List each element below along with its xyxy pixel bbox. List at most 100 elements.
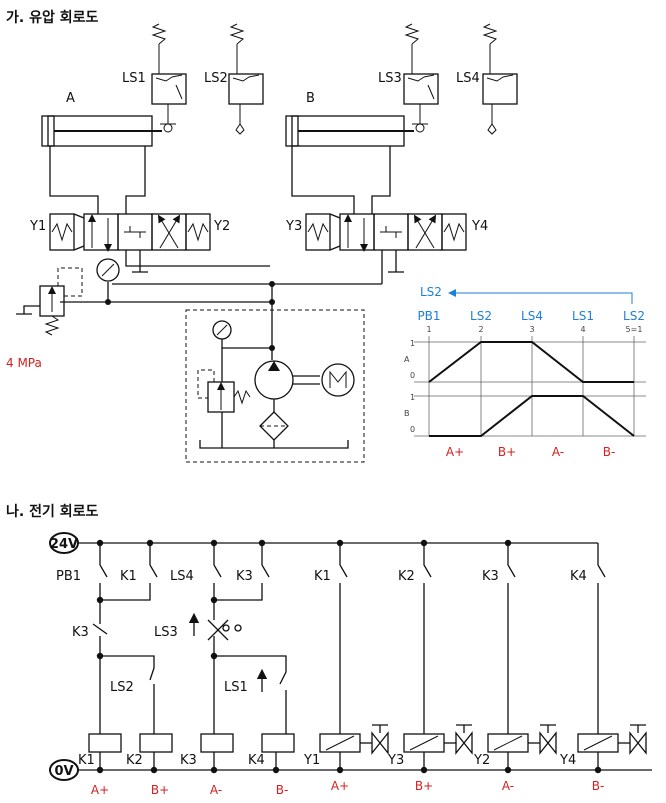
row-b-level-0: 0 — [410, 425, 415, 434]
limit-switch-ls4 — [482, 23, 518, 135]
k3-self-hold-label: K3 — [236, 569, 253, 584]
k3-coil-label: K3 — [180, 753, 197, 768]
limit-switch-ls2 — [228, 23, 264, 135]
step-number: 4 — [580, 325, 585, 334]
y4-valve-label: Y4 — [559, 753, 576, 768]
phase-label: B+ — [415, 779, 433, 793]
output-rung-y1 — [319, 543, 389, 770]
y3-valve-label: Y3 — [387, 753, 404, 768]
phase-label: B- — [592, 779, 605, 793]
line-a-rear — [49, 151, 99, 214]
k1-output-contact-label: K1 — [314, 569, 331, 584]
coil-k4 — [261, 733, 295, 753]
signal-label: PB1 — [417, 309, 440, 323]
solenoid-y1-label: Y1 — [29, 219, 46, 234]
phase-label: A+ — [91, 783, 109, 797]
ls1-label: LS1 — [122, 71, 146, 86]
cylinder-a-label: A — [66, 91, 75, 106]
hydraulic-circuit-title: 가. 유압 회로도 — [6, 10, 98, 26]
cylinder-b-label: B — [306, 91, 315, 106]
ls3-contact-label: LS3 — [154, 625, 178, 640]
supply-24v-label: 24V — [50, 537, 78, 552]
phase-label: B- — [603, 445, 616, 459]
signal-label: LS1 — [572, 309, 594, 323]
step-number: 5=1 — [626, 325, 643, 334]
solenoid-y2-label: Y2 — [213, 219, 230, 234]
supply-0v-label: 0V — [54, 764, 73, 779]
line-b-rear — [291, 151, 355, 214]
step-number: 1 — [426, 325, 431, 334]
solenoid-y4-label: Y4 — [471, 219, 488, 234]
pressure-gauge-main — [96, 258, 120, 282]
phase-label: A- — [502, 779, 514, 793]
signal-label: LS4 — [521, 309, 543, 323]
phase-label: B+ — [498, 445, 516, 459]
phase-label: B+ — [151, 783, 169, 797]
ls4-contact-label: LS4 — [170, 569, 194, 584]
ls2-contact-label: LS2 — [110, 680, 134, 695]
k1-contact-label: K1 — [120, 569, 137, 584]
pressure-gauge-unit — [212, 320, 275, 351]
cylinder-a — [41, 115, 162, 151]
ls1-contact-label: LS1 — [224, 680, 248, 695]
phase-label: A+ — [331, 779, 349, 793]
displacement-step-diagram: PB1 LS2 LS4 LS1 LS2 1 2 3 4 5=1 A 1 0 B … — [404, 309, 646, 459]
level-gridlines — [414, 341, 646, 437]
rung-k3-k4 — [188, 543, 295, 770]
row-a-level-0: 0 — [410, 371, 415, 380]
row-a-level-1: 1 — [410, 339, 415, 348]
valve-a — [49, 213, 270, 273]
step-number: 2 — [478, 325, 483, 334]
valve-b — [305, 213, 467, 284]
cylinder-a-motion-line — [428, 341, 634, 383]
output-rung-y2 — [487, 543, 557, 770]
output-rung-y3 — [403, 543, 473, 770]
signal-label: LS2 — [470, 309, 492, 323]
limit-switch-ls3 — [403, 23, 439, 133]
return-signal-label: LS2 — [420, 285, 442, 299]
k3-output-contact-label: K3 — [482, 569, 499, 584]
coil-k2 — [139, 733, 173, 753]
row-a-label: A — [404, 355, 410, 364]
electric-circuit-title: 나. 전기 회로도 — [6, 503, 98, 520]
pb1-contact-label: PB1 — [56, 569, 81, 584]
relief-valve-main — [16, 267, 83, 336]
step-number: 3 — [529, 325, 534, 334]
k2-coil-label: K2 — [126, 753, 143, 768]
phase-label: A- — [210, 783, 222, 797]
limit-switch-ls1 — [151, 23, 187, 133]
solenoid-y3-label: Y3 — [285, 219, 302, 234]
power-unit-boundary — [185, 309, 365, 463]
ls4-label: LS4 — [456, 71, 480, 86]
phase-label: A- — [552, 445, 564, 459]
k1-coil-label: K1 — [78, 753, 95, 768]
pressure-setting-label: 4 MPa — [6, 356, 42, 370]
row-b-level-1: 1 — [410, 393, 415, 402]
filter — [199, 399, 349, 449]
y2-valve-label: Y2 — [473, 753, 490, 768]
rung-k1-k2 — [88, 543, 173, 770]
k2-output-contact-label: K2 — [398, 569, 415, 584]
bottom-phase-labels: A+ B+ A- B- A+ B+ A- B- — [91, 779, 604, 797]
ls3-label: LS3 — [378, 71, 402, 86]
cylinder-b — [285, 115, 414, 151]
coil-k3 — [200, 733, 234, 753]
output-rung-y4 — [577, 543, 647, 770]
y1-valve-label: Y1 — [303, 753, 320, 768]
k4-coil-label: K4 — [248, 753, 265, 768]
pump-motor-unit — [254, 360, 355, 400]
line-b-front — [371, 151, 391, 214]
row-b-label: B — [404, 409, 410, 418]
ls2-label: LS2 — [204, 71, 228, 86]
cylinder-b-motion-line — [429, 395, 635, 437]
phase-label: B- — [276, 783, 289, 797]
phase-label: A+ — [446, 445, 464, 459]
signal-label: LS2 — [623, 309, 645, 323]
line-a-front — [125, 151, 146, 214]
return-arrow — [448, 289, 633, 304]
step-gridlines — [428, 336, 635, 436]
k4-output-contact-label: K4 — [570, 569, 587, 584]
k3-contact-label: K3 — [72, 625, 89, 640]
relief-valve-unit — [197, 348, 251, 448]
